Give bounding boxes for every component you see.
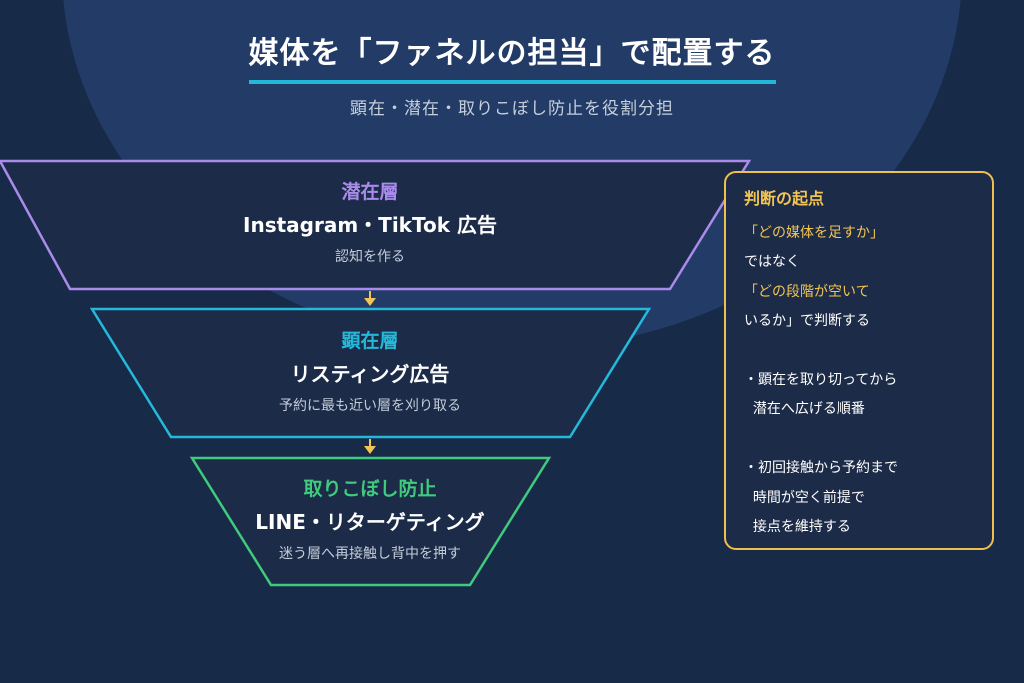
funnel-stage-3-shape	[189, 456, 552, 587]
stage-1-desc: 認知を作る	[335, 249, 405, 265]
panel-line: ではなく	[744, 254, 800, 271]
panel-line: ・初回接触から予約まで	[744, 460, 898, 477]
down-arrow-1	[364, 291, 376, 306]
down-arrow-2	[364, 439, 376, 454]
funnel-stage-1: 潜在層 Instagram・TikTok 広告 認知を作る	[170, 177, 570, 266]
panel-title: 判断の起点	[744, 189, 825, 208]
funnel-stage-1-shape	[0, 159, 752, 291]
stage-1-name: 潜在層	[341, 181, 399, 203]
funnel-stage-3: 取りこぼし防止 LINE・リターゲティング 迷う層へ再接触し背中を押す	[170, 474, 570, 563]
page-subtitle: 顕在・潜在・取りこぼし防止を役割分担	[350, 99, 674, 119]
panel-line: 「どの段階が空いて	[744, 283, 870, 300]
panel-line	[744, 337, 978, 366]
stage-1-media: Instagram・TikTok 広告	[243, 213, 497, 237]
stage-2-media: リスティング広告	[290, 362, 450, 386]
panel-line	[744, 425, 978, 454]
funnel-stage-2-shape	[89, 307, 652, 439]
panel-line: ・顕在を取り切ってから	[744, 372, 898, 389]
panel-line: 接点を維持する	[744, 519, 851, 536]
header: 媒体を「ファネルの担当」で配置する 顕在・潜在・取りこぼし防止を役割分担	[0, 28, 1024, 119]
panel-line: いるか」で判断する	[744, 313, 870, 330]
stage-2-desc: 予約に最も近い層を刈り取る	[279, 398, 461, 414]
panel-line: 時間が空く前提で	[744, 489, 865, 506]
stage-3-name: 取りこぼし防止	[303, 478, 437, 500]
stage-3-desc: 迷う層へ再接触し背中を押す	[279, 546, 461, 562]
panel-line: 「どの媒体を足すか」	[744, 225, 884, 241]
panel-line: 潜在へ広げる順番	[744, 401, 865, 418]
stage-3-media: LINE・リターゲティング	[255, 510, 485, 534]
stage-2-name: 顕在層	[341, 330, 399, 352]
page-title: 媒体を「ファネルの担当」で配置する	[248, 28, 776, 84]
decision-panel: 判断の起点 「どの媒体を足すか」 ではなく 「どの段階が空いて いるか」で判断す…	[724, 171, 994, 550]
funnel-stage-2: 顕在層 リスティング広告 予約に最も近い層を刈り取る	[170, 326, 570, 415]
